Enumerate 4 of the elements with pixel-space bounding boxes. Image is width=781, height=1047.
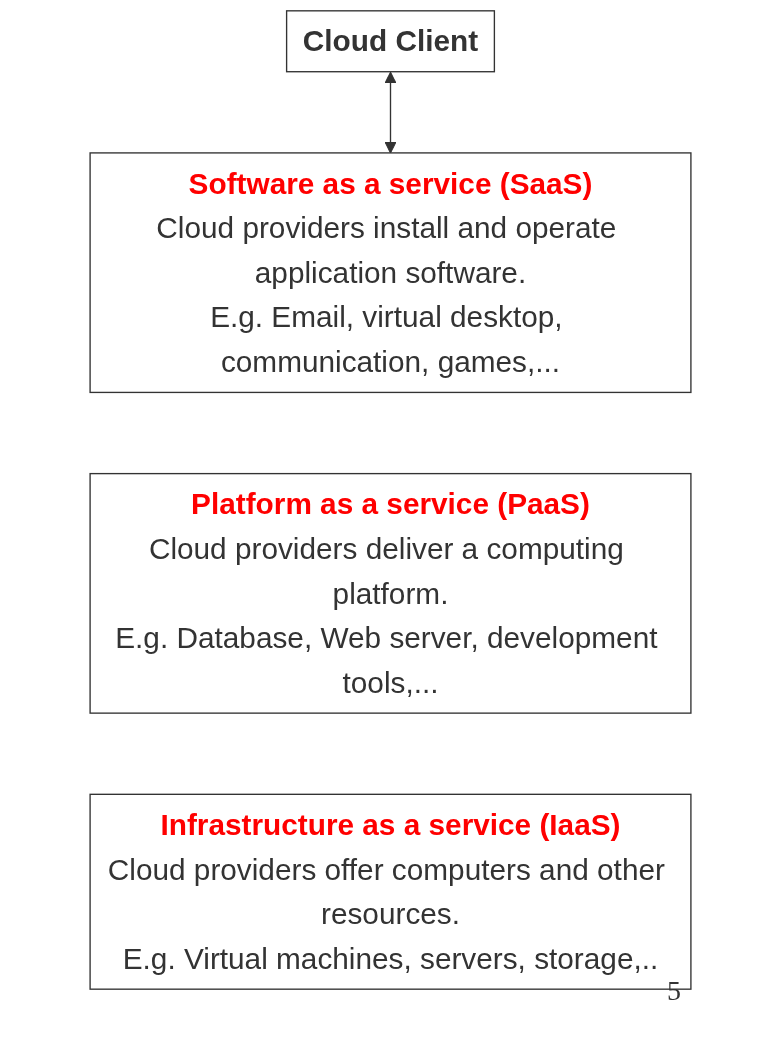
node-box: Software as a service (SaaS) Cloud providers install and operate application software. E.g. Email, virtual desktop, communication, games,... [89, 152, 692, 394]
node-box: Platform as a service (PaaS) Cloud providers deliver a computing platform. E.g. Database, Web server, development tools,... [89, 472, 692, 714]
node-box: Cloud Client [285, 10, 496, 73]
arrow [384, 71, 397, 154]
